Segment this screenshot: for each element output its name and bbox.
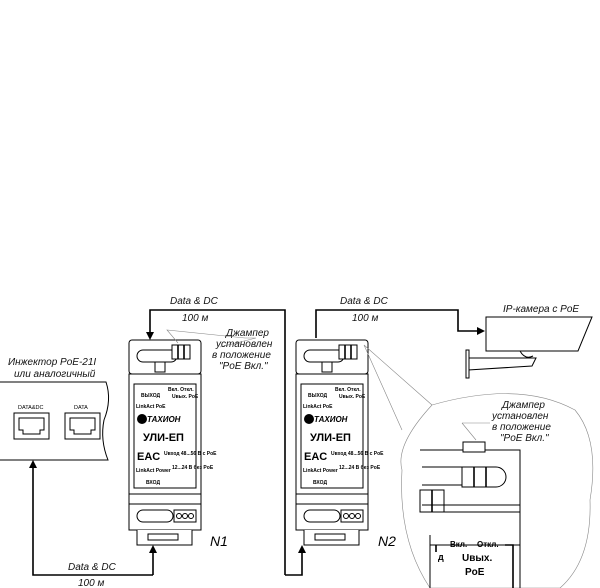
jumper-zoom-detail: Джампер установлен в положение "PoE Вкл.… bbox=[363, 344, 594, 588]
zoom-label-poe: PoE bbox=[465, 567, 485, 578]
node-label-n2: N2 bbox=[378, 533, 396, 549]
cable-injector-n1: Data & DC 100 м bbox=[29, 460, 157, 588]
out-leds: LinkAct PoE bbox=[136, 404, 166, 410]
jumper-note-line: в положение bbox=[492, 422, 551, 433]
terminal-block[interactable] bbox=[173, 509, 197, 523]
out-label: ВЫХОД bbox=[308, 393, 328, 399]
jumper-note-line: в положение bbox=[212, 350, 271, 361]
brand-logo-icon bbox=[304, 414, 314, 424]
in-label: ВХОД bbox=[146, 480, 160, 486]
cable-label: Data & DC bbox=[340, 296, 389, 307]
jumper-note-line: Джампер bbox=[225, 328, 269, 339]
injector-port2-label: DATA bbox=[74, 405, 88, 411]
zoom-label-fragment: д bbox=[438, 552, 444, 562]
out-leds: LinkAct PoE bbox=[303, 404, 333, 410]
jumper-callout: Джампер установлен в положение "PoE Вкл.… bbox=[166, 328, 273, 372]
in-voltage-poe: Uвход 48...56 В с PoE bbox=[331, 451, 384, 457]
cert-mark: EAC bbox=[137, 451, 160, 463]
brand: ТАХИОН bbox=[147, 415, 181, 424]
jumper-note-line: установлен bbox=[215, 339, 273, 350]
jumper-note-line: "PoE Вкл." bbox=[219, 361, 268, 372]
zoom-label-uout: Uвых. bbox=[462, 553, 492, 564]
camera-label: IP-камера с PoE bbox=[503, 304, 579, 315]
poe-injector: Инжектор PoE-21I или аналогичный DATA&DC… bbox=[0, 357, 110, 461]
zoom-label-off: Откл. bbox=[477, 540, 499, 549]
in-label: ВХОД bbox=[313, 480, 327, 486]
brand-logo-icon bbox=[137, 414, 147, 424]
extender-device-n2: ВЫХОД LinkAct PoE Вкл. Откл. Uвых. PoE Т… bbox=[295, 339, 384, 546]
cable-length: 100 м bbox=[352, 313, 378, 324]
rj45-port-data-dc[interactable] bbox=[13, 412, 50, 440]
cable-length: 100 м bbox=[78, 578, 104, 588]
model: УЛИ-ЕП bbox=[143, 432, 184, 444]
switch-label: Вкл. Откл. bbox=[335, 387, 361, 393]
cable-n2-camera: Data & DC 100 м bbox=[315, 296, 485, 338]
ip-camera: IP-камера с PoE bbox=[465, 304, 593, 379]
in-leds: LinkAct Power bbox=[303, 468, 338, 474]
cable-length: 100 м bbox=[182, 313, 208, 324]
model: УЛИ-ЕП bbox=[310, 432, 351, 444]
out-label: ВЫХОД bbox=[141, 393, 161, 399]
terminal-block[interactable] bbox=[340, 509, 364, 523]
extender-device: ВЫХОД LinkAct PoE Вкл. Откл. Uвых. PoE Т… bbox=[295, 339, 384, 546]
injector-port1-label: DATA&DC bbox=[18, 405, 43, 411]
cable-label: Data & DC bbox=[68, 562, 117, 573]
injector-body bbox=[0, 381, 110, 461]
jumper-note-line: Джампер bbox=[501, 400, 545, 411]
jumper-note-line: установлен bbox=[491, 411, 549, 422]
in-leds: LinkAct Power bbox=[136, 468, 171, 474]
node-label-n1: N1 bbox=[210, 533, 228, 549]
extender-device: ВЫХОД LinkAct PoE Вкл. Откл. Uвых. PoE Т… bbox=[128, 339, 217, 546]
cable-label: Data & DC bbox=[170, 296, 219, 307]
switch-label: Вкл. Откл. bbox=[168, 387, 194, 393]
cable-n1-n2: Data & DC 100 м bbox=[146, 296, 306, 576]
injector-subtitle: или аналогичный bbox=[14, 369, 96, 380]
cert-mark: EAC bbox=[304, 451, 327, 463]
jumper-note-line: "PoE Вкл." bbox=[500, 433, 549, 444]
switch-sub: Uвых. PoE bbox=[172, 394, 199, 400]
zoom-label-on: Вкл. bbox=[450, 540, 467, 549]
in-voltage-poe: Uвход 48...56 В с PoE bbox=[164, 451, 217, 457]
rj45-port-data[interactable] bbox=[64, 412, 101, 440]
in-voltage-dc: 12...24 В без PoE bbox=[339, 464, 381, 471]
switch-sub: Uвых. PoE bbox=[339, 394, 366, 400]
brand: ТАХИОН bbox=[314, 415, 348, 424]
in-voltage-dc: 12...24 В без PoE bbox=[172, 464, 214, 471]
injector-title: Инжектор PoE-21I bbox=[8, 357, 96, 368]
